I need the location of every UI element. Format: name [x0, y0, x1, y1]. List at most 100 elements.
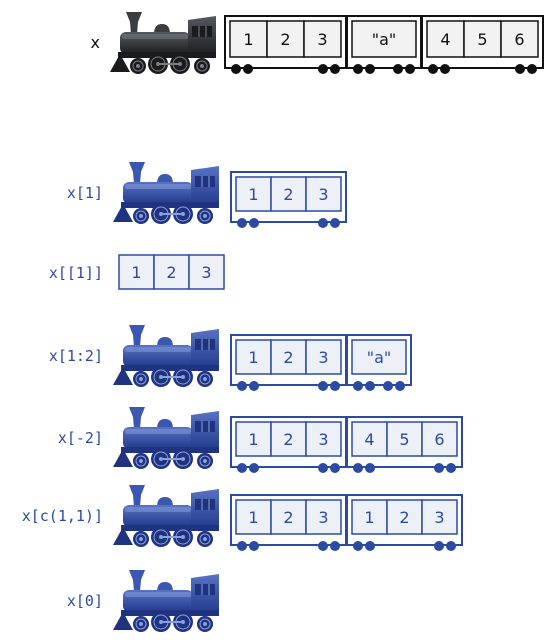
wheel-icon — [318, 463, 328, 473]
wheel-icon — [237, 541, 247, 551]
steam-locomotive-icon — [113, 325, 219, 387]
wheel-icon — [527, 64, 537, 74]
cell-value: 6 — [434, 430, 444, 449]
wheel-icon — [231, 64, 241, 74]
wheel-icon — [330, 541, 340, 551]
cell-value: 1 — [131, 263, 141, 282]
vector-cell — [235, 339, 272, 375]
vector-cell — [118, 254, 155, 290]
vector-cell — [266, 20, 305, 58]
wheel-icon — [249, 381, 259, 391]
cell-value: 3 — [318, 508, 328, 527]
wheel-icon — [515, 64, 525, 74]
wheel-icon — [353, 381, 363, 391]
train-car-icon: "a" — [346, 15, 422, 74]
steam-locomotive-icon — [113, 162, 219, 224]
cell-value: 3 — [318, 185, 328, 204]
vector-cell — [351, 421, 388, 457]
wheel-icon — [446, 541, 456, 551]
wheel-icon — [353, 64, 363, 74]
wheel-icon — [434, 463, 444, 473]
smokestack-icon — [129, 325, 145, 347]
vector-cell — [270, 176, 307, 212]
cell-value: 1 — [243, 30, 253, 49]
subset-expression: x[1:2] — [49, 347, 103, 365]
cowcatcher-icon — [113, 449, 133, 467]
cell-value: 2 — [283, 185, 293, 204]
cell-value: 2 — [283, 348, 293, 367]
wheel-icon — [365, 381, 375, 391]
subset-expression: x[1] — [67, 184, 103, 202]
cowcatcher-icon — [113, 367, 133, 385]
train-car-icon: 1 2 3 — [230, 171, 347, 228]
cell-value: 2 — [166, 263, 176, 282]
wheel-icon — [365, 463, 375, 473]
wheel-icon — [243, 64, 253, 74]
vector-cell — [305, 499, 342, 535]
vector-cell — [188, 254, 225, 290]
wheel-icon — [330, 218, 340, 228]
cell-value: 5 — [399, 430, 409, 449]
wheel-icon — [318, 381, 328, 391]
wheel-icon — [237, 463, 247, 473]
wheel-icon — [434, 541, 444, 551]
vector-cell — [351, 339, 407, 375]
wheel-icon — [393, 64, 403, 74]
cell-value: 6 — [514, 30, 524, 49]
cell-value: "a" — [372, 30, 397, 49]
wheel-icon — [318, 64, 328, 74]
cell-value: 1 — [248, 185, 258, 204]
train-car-icon: 1 2 3 — [230, 494, 347, 551]
cell-value: 1 — [248, 430, 258, 449]
cowcatcher-icon — [110, 54, 130, 72]
steam-locomotive-icon — [113, 407, 219, 469]
value-vector: 1 2 3 — [118, 254, 225, 290]
wheel-icon — [318, 218, 328, 228]
wheel-icon — [405, 64, 415, 74]
vector-cell — [303, 20, 342, 58]
vector-cell — [386, 499, 423, 535]
base-label: x — [91, 33, 100, 52]
vector-cell — [421, 499, 458, 535]
smokestack-icon — [129, 485, 145, 507]
cell-value: 3 — [318, 430, 328, 449]
vector-cell — [500, 20, 539, 58]
cell-value: 3 — [318, 348, 328, 367]
example-row: x[1] 1 2 3 — [67, 162, 347, 228]
example-row: x[0] — [67, 570, 219, 632]
subset-expression: x[0] — [67, 592, 103, 610]
cell-value: 3 — [201, 263, 211, 282]
cell-value: 5 — [477, 30, 487, 49]
cell-value: 2 — [283, 430, 293, 449]
wheel-icon — [395, 381, 405, 391]
cowcatcher-icon — [113, 204, 133, 222]
cowcatcher-icon — [113, 527, 133, 545]
wheel-icon — [428, 64, 438, 74]
vector-cell — [305, 421, 342, 457]
cell-value: "a" — [367, 348, 392, 367]
smokestack-icon — [129, 162, 145, 184]
cowcatcher-icon — [113, 612, 133, 630]
train-car-icon: "a" — [346, 334, 412, 391]
steam-locomotive-icon — [113, 570, 219, 632]
smokestack-icon — [126, 12, 142, 34]
cell-value: 2 — [283, 508, 293, 527]
smokestack-icon — [129, 407, 145, 429]
cell-value: 1 — [248, 508, 258, 527]
wheel-icon — [330, 463, 340, 473]
wheel-icon — [353, 541, 363, 551]
wheel-icon — [318, 541, 328, 551]
vector-cell — [305, 176, 342, 212]
smokestack-icon — [129, 570, 145, 592]
